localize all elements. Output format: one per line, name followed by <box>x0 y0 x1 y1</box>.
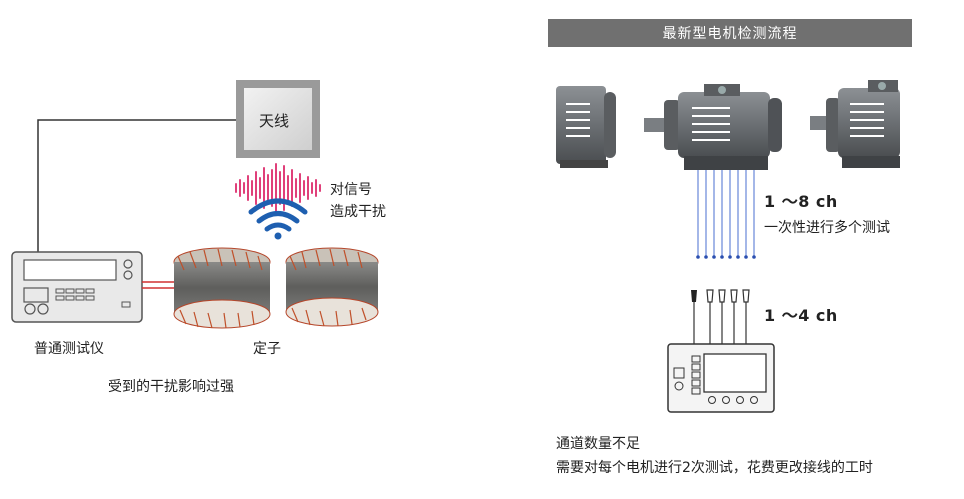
interference-text-line2: 造成干扰 <box>330 204 386 220</box>
antenna-box <box>236 80 320 158</box>
channel-wires-8 <box>697 170 755 256</box>
stator-right <box>285 247 379 327</box>
channel-wire-tips <box>696 255 756 259</box>
meter-label: 普通测试仪 <box>34 341 104 357</box>
interference-wave <box>235 163 321 213</box>
motor-left <box>556 86 616 168</box>
motor-center <box>644 84 782 170</box>
motor-right <box>810 80 900 168</box>
stator-left <box>173 247 271 329</box>
test-meter-device <box>11 251 143 323</box>
wifi-icon <box>248 198 308 232</box>
probe-heads <box>691 289 750 303</box>
stator-label: 定子 <box>253 341 281 357</box>
left-caption: 受到的干扰影响过强 <box>108 379 234 395</box>
channels-4-label: 1 ～4 ch <box>764 306 838 325</box>
process-banner: 最新型电机检测流程 <box>548 19 912 47</box>
interference-text-line1: 对信号 <box>330 182 372 198</box>
note-line1: 通道数量不足 <box>556 436 640 452</box>
multi-channel-tester <box>667 343 775 413</box>
test-leads <box>142 281 176 289</box>
note-line2: 需要对每个电机进行2次测试，花费更改接线的工时 <box>556 460 873 476</box>
antenna-cable <box>37 119 236 252</box>
probe-cables <box>693 302 747 344</box>
wifi-dot <box>274 232 282 240</box>
channels-8-desc: 一次性进行多个测试 <box>764 220 890 236</box>
channels-8-label: 1 ～8 ch <box>764 192 838 211</box>
antenna-label: 天线 <box>259 112 290 130</box>
